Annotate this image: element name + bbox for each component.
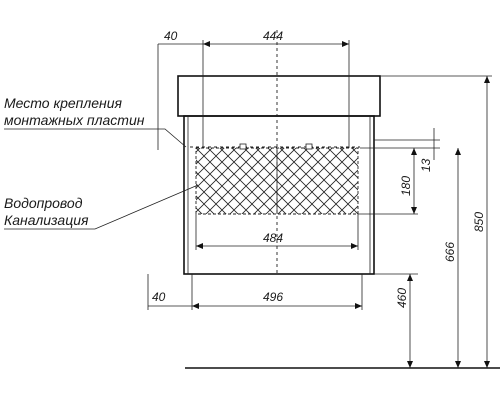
mounting-plate-left	[239, 143, 247, 150]
mounting-plate-right	[305, 143, 313, 150]
dim-top-offset: 40	[164, 29, 178, 43]
dim-height-460: 460	[395, 288, 409, 308]
leader-mounting	[4, 128, 187, 148]
basin-top	[177, 75, 381, 117]
dim-bottom-width: 496	[263, 290, 283, 304]
cabinet-body	[183, 115, 375, 275]
dim-height-666: 666	[443, 242, 457, 262]
callout-mounting-line2: монтажных пластин	[4, 112, 145, 128]
dim-hatch-height: 180	[399, 176, 413, 196]
dim-height-850: 850	[472, 212, 486, 232]
leader-plumbing	[4, 184, 199, 230]
dim-top-width: 444	[263, 29, 283, 43]
callout-plumbing-line1: Водопровод	[4, 195, 83, 211]
callout-plumbing-line2: Канализация	[4, 212, 89, 228]
dim-gap-13: 13	[419, 158, 433, 172]
callout-mounting-line1: Место крепления	[4, 95, 123, 111]
dim-hatch-width: 484	[263, 231, 283, 245]
dim-bottom-offset: 40	[152, 290, 166, 304]
